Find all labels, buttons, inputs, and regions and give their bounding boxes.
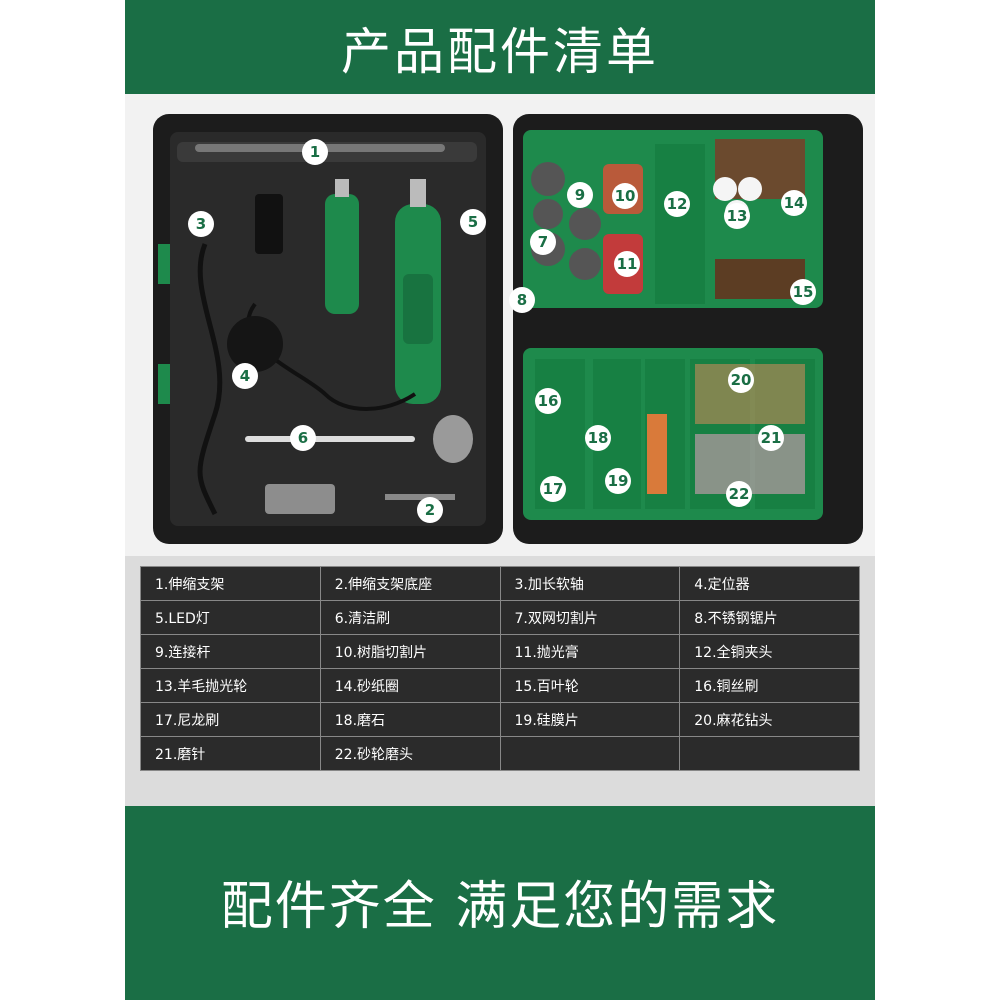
table-row: 5.LED灯 6.清洁刷 7.双网切割片 8.不锈钢锯片 (140, 600, 860, 635)
table-cell: 16.铜丝刷 (679, 668, 860, 703)
marker-19: 19 (605, 468, 631, 494)
toolkit-case-illustration: 1 2 3 4 5 6 7 8 9 10 11 12 13 14 15 16 1… (153, 114, 863, 544)
table-row: 13.羊毛抛光轮 14.砂纸圈 15.百叶轮 16.铜丝刷 (140, 668, 860, 703)
marker-20: 20 (728, 367, 754, 393)
table-cell: 14.砂纸圈 (319, 668, 501, 703)
table-cell: 20.麻花钻头 (679, 702, 860, 737)
marker-16: 16 (535, 388, 561, 414)
table-cell: 18.磨石 (319, 702, 501, 737)
marker-21: 21 (758, 425, 784, 451)
svg-text:22: 22 (729, 485, 750, 503)
marker-11: 11 (614, 251, 640, 277)
table-cell: 7.双网切割片 (499, 600, 681, 635)
table-cell: 5.LED灯 (140, 600, 321, 635)
svg-text:19: 19 (608, 472, 629, 490)
svg-text:1: 1 (310, 143, 320, 161)
svg-text:20: 20 (731, 371, 752, 389)
svg-text:21: 21 (761, 429, 782, 447)
marker-4: 4 (232, 363, 258, 389)
marker-9: 9 (567, 182, 593, 208)
marker-8: 8 (509, 287, 535, 313)
marker-6: 6 (290, 425, 316, 451)
table-cell: 2.伸缩支架底座 (319, 566, 501, 601)
table-cell: 11.抛光膏 (499, 634, 681, 669)
svg-text:3: 3 (196, 215, 206, 233)
marker-17: 17 (540, 476, 566, 502)
footer-banner: 配件齐全 满足您的需求 (125, 806, 875, 1000)
svg-text:7: 7 (538, 233, 548, 251)
marker-13: 13 (724, 203, 750, 229)
table-cell: 6.清洁刷 (319, 600, 501, 635)
table-cell (679, 736, 860, 771)
product-photo: 1 2 3 4 5 6 7 8 9 10 11 12 13 14 15 16 1… (125, 94, 875, 556)
table-cell (499, 736, 681, 771)
svg-text:6: 6 (298, 429, 308, 447)
svg-text:2: 2 (425, 501, 435, 519)
page-title: 产品配件清单 (341, 23, 659, 81)
table-cell: 9.连接杆 (140, 634, 321, 669)
marker-2: 2 (417, 497, 443, 523)
svg-text:11: 11 (617, 255, 638, 273)
marker-14: 14 (781, 190, 807, 216)
svg-text:17: 17 (543, 480, 564, 498)
marker-3: 3 (188, 211, 214, 237)
table-cell: 19.硅膜片 (499, 702, 681, 737)
marker-22: 22 (726, 481, 752, 507)
marker-5: 5 (460, 209, 486, 235)
parts-list-table: 1.伸缩支架 2.伸缩支架底座 3.加长软轴 4.定位器 5.LED灯 6.清洁… (140, 566, 860, 771)
svg-text:4: 4 (240, 367, 250, 385)
table-row: 9.连接杆 10.树脂切割片 11.抛光膏 12.全铜夹头 (140, 634, 860, 669)
marker-18: 18 (585, 425, 611, 451)
table-row: 1.伸缩支架 2.伸缩支架底座 3.加长软轴 4.定位器 (140, 566, 860, 601)
table-cell: 3.加长软轴 (499, 566, 681, 601)
svg-text:12: 12 (667, 195, 688, 213)
svg-text:13: 13 (727, 207, 748, 225)
parts-table-panel: 1.伸缩支架 2.伸缩支架底座 3.加长软轴 4.定位器 5.LED灯 6.清洁… (125, 556, 875, 806)
table-cell: 15.百叶轮 (499, 668, 681, 703)
table-cell: 12.全铜夹头 (679, 634, 860, 669)
svg-text:5: 5 (468, 213, 478, 231)
slogan-text: 配件齐全 满足您的需求 (220, 877, 780, 937)
table-row: 21.磨针 22.砂轮磨头 (140, 736, 860, 771)
marker-7: 7 (530, 229, 556, 255)
svg-text:16: 16 (538, 392, 559, 410)
svg-text:18: 18 (588, 429, 609, 447)
marker-1: 1 (302, 139, 328, 165)
table-cell: 8.不锈钢锯片 (679, 600, 860, 635)
table-cell: 10.树脂切割片 (319, 634, 501, 669)
table-cell: 22.砂轮磨头 (319, 736, 501, 771)
marker-10: 10 (612, 183, 638, 209)
marker-15: 15 (790, 279, 816, 305)
table-cell: 21.磨针 (140, 736, 321, 771)
table-cell: 13.羊毛抛光轮 (140, 668, 321, 703)
mini-grinder (325, 194, 359, 314)
svg-text:9: 9 (575, 186, 585, 204)
svg-text:10: 10 (615, 187, 636, 205)
svg-text:14: 14 (784, 194, 805, 212)
svg-text:15: 15 (793, 283, 814, 301)
table-cell: 4.定位器 (679, 566, 860, 601)
table-cell: 1.伸缩支架 (140, 566, 321, 601)
marker-12: 12 (664, 191, 690, 217)
header-banner: 产品配件清单 (125, 0, 875, 94)
table-cell: 17.尼龙刷 (140, 702, 321, 737)
svg-text:8: 8 (517, 291, 527, 309)
table-row: 17.尼龙刷 18.磨石 19.硅膜片 20.麻花钻头 (140, 702, 860, 737)
